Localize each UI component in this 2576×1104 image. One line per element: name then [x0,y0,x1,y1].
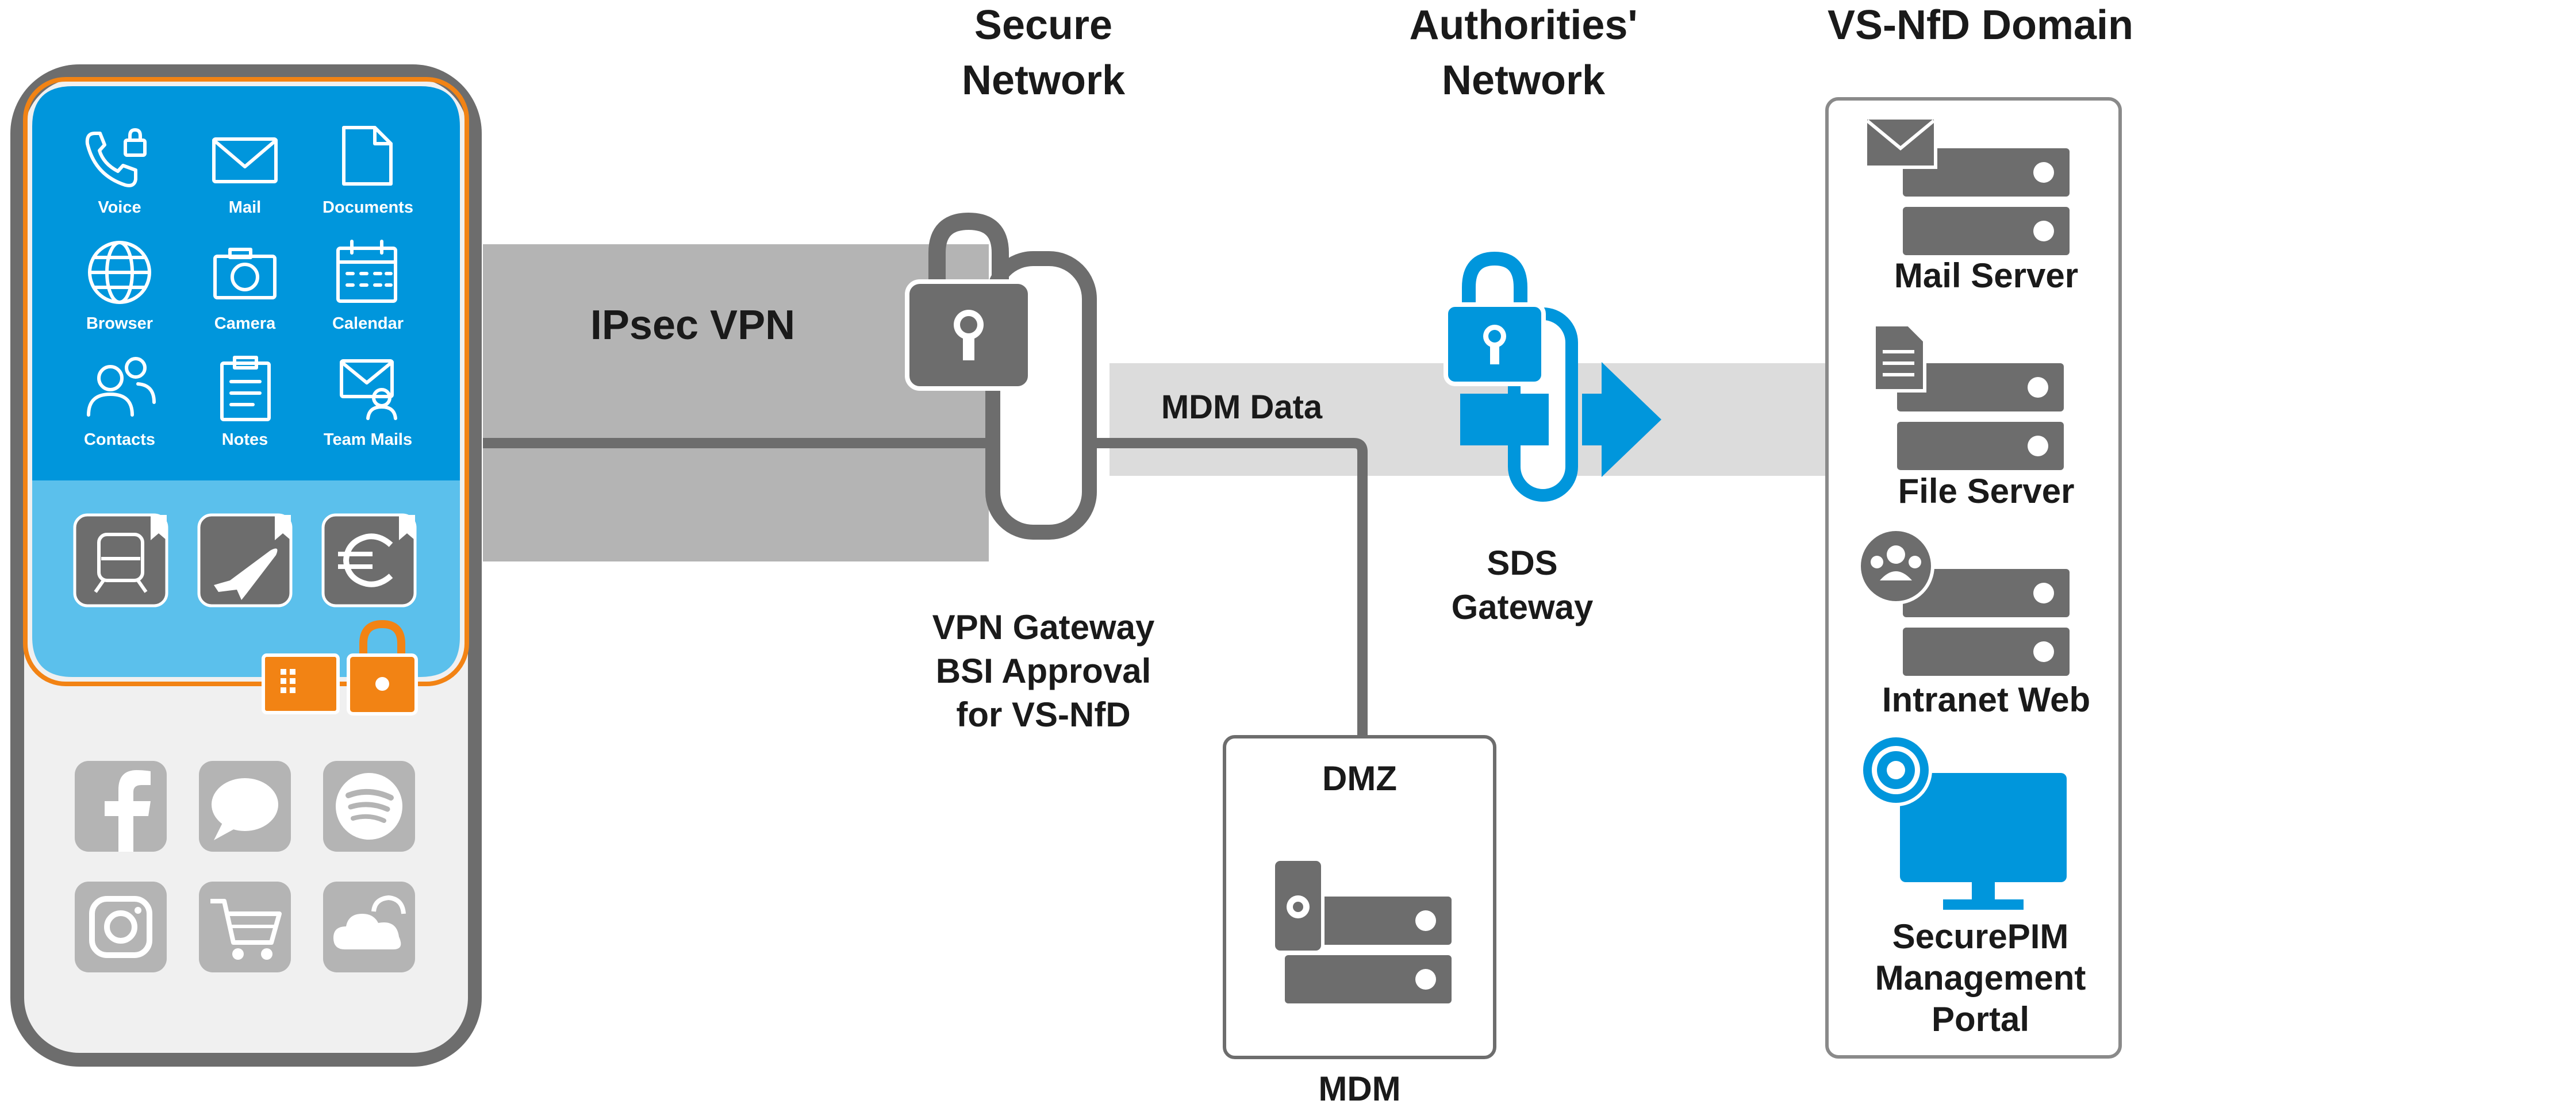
spotify-icon [323,761,415,852]
shopping-cart-icon [199,882,291,972]
sds-gateway-label-line1: SDS [1487,544,1557,582]
app-label-camera: Camera [214,314,276,333]
mail-server-label: Mail Server [1894,256,2078,295]
app-label-calendar: Calendar [332,314,404,333]
airplane-app-icon [197,513,293,607]
sim-card-icon [262,653,340,714]
authorities-network-header-line1: Authorities' [1409,2,1637,48]
ipsec-vpn-label: IPsec VPN [590,302,795,348]
cloud-icon [323,882,415,972]
clipboard-icon [220,356,271,421]
securepim-portal-icon [1860,734,2067,910]
vpn-gateway-label-line1: VPN Gateway [932,608,1155,647]
secure-container-border [23,77,469,686]
mdm-data-label: MDM Data [1161,388,1323,426]
app-label-contacts: Contacts [84,430,155,449]
envelope-icon [212,137,278,183]
app-label-documents: Documents [323,198,413,217]
contacts-icon [87,357,156,417]
vpn-gateway-label-line3: for VS-NfD [956,695,1130,734]
mdm-data-line [1089,438,1368,737]
instagram-icon [75,882,167,972]
train-app-icon [73,513,168,607]
secure-network-header-line2: Network [962,57,1126,103]
chat-bubble-icon [199,761,291,852]
calendar-icon [336,240,397,303]
securepim-label-line3: Portal [1932,1000,2029,1038]
team-mail-icon [340,359,397,420]
globe-icon [88,241,151,304]
gear-icon [1860,734,1932,806]
orange-lock-icon [347,620,418,716]
mdm-caption: MDM [1318,1070,1400,1104]
app-label-notes: Notes [222,430,268,449]
vpn-gateway [905,212,1097,540]
euro-app-icon [321,513,417,607]
intranet-web-icon [1857,528,2070,676]
vpn-gateway-lock-icon [905,212,1032,391]
vpn-gateway-label-line2: BSI Approval [936,652,1151,690]
document-icon [342,126,393,186]
securepim-label-line1: SecurePIM [1892,917,2069,956]
securepim-label-line2: Management [1875,959,2086,997]
app-label-team-mails: Team Mails [324,430,412,449]
camera-icon [213,248,277,299]
phone-lock-icon [85,128,147,187]
secure-network-header-line1: Secure [974,2,1112,48]
file-server-icon [1872,323,2064,470]
file-server-label: File Server [1898,472,2075,510]
ipsec-vpn-tunnel [483,244,989,561]
people-icon [1857,528,1934,605]
authorities-network-header-line2: Network [1442,57,1606,103]
sds-gateway-icon [1444,251,1661,502]
app-label-browser: Browser [86,314,153,333]
app-label-mail: Mail [229,198,261,217]
vpn-data-line [483,438,989,448]
document-icon [1872,323,1926,393]
sds-gateway-label-line2: Gateway [1452,588,1594,626]
mdm-server-icon [1272,857,1452,1003]
facebook-icon [75,761,167,852]
mail-server-icon [1864,116,2070,255]
monitor-icon [1900,773,2067,882]
vs-nfd-domain-header: VS-NfD Domain [1828,2,2133,48]
dmz-box: DMZ [1223,735,1496,1059]
envelope-icon [1864,116,1937,169]
vs-nfd-domain-box: Mail Server File Server Intranet Web [1825,97,2122,1059]
intranet-web-label: Intranet Web [1882,680,2090,719]
dmz-title: DMZ [1322,759,1397,798]
app-label-voice: Voice [98,198,141,217]
smartphone: Voice Mail Documents Browser Camera Cale… [10,64,482,1067]
arrow-right-icon [1602,362,1661,477]
